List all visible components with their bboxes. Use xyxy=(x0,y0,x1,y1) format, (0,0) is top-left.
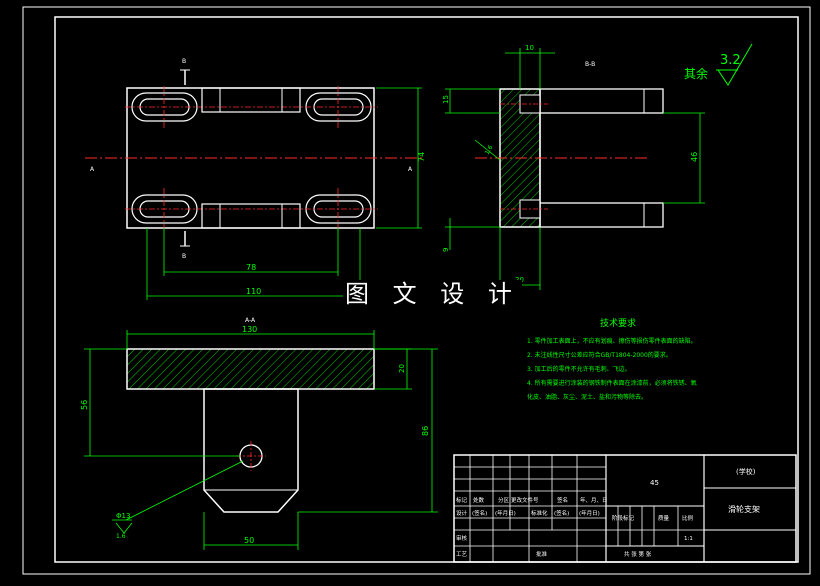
tb-label-sign: 签名 xyxy=(557,496,568,504)
dim-50: 50 xyxy=(244,536,254,545)
tech-item-3: 3. 加工后的零件不允许有毛刺、飞边。 xyxy=(527,365,631,373)
tb-label-standard: 标准化 xyxy=(531,509,548,517)
hole-label: Φ13 xyxy=(116,512,130,520)
tb-part-name: 滑轮支架 xyxy=(728,504,760,514)
dim-78: 78 xyxy=(246,263,256,272)
title-block-text: 标记 处数 分区 更改文件号 签名 年、月、日 设计 (签名) (年月日) 标准… xyxy=(456,467,760,558)
tb-label-design-date: (年月日) xyxy=(495,509,516,517)
surface-finish-symbol: 其余 3.2 xyxy=(684,43,753,86)
tb-label-zone: 分区 xyxy=(498,496,510,504)
roughness-front: 1.6 xyxy=(116,533,126,540)
dim-10: 10 xyxy=(525,44,534,52)
watermark-title: 图 文 设 计 xyxy=(343,280,522,308)
section-mark-b-top: B xyxy=(182,58,186,65)
tb-label-standard-sign: (签名) xyxy=(554,509,569,517)
tb-label-design: 设计 xyxy=(456,509,468,517)
dim-86: 86 xyxy=(421,426,430,436)
axis-mark-a-left: A xyxy=(90,166,95,173)
tb-scale-value: 1:1 xyxy=(684,536,693,542)
dim-56: 56 xyxy=(80,400,89,410)
surface-finish-value: 3.2 xyxy=(720,53,741,68)
dim-110: 110 xyxy=(246,287,261,296)
dim-46: 46 xyxy=(690,152,699,162)
tb-sheet-text: 共 张 第 张 xyxy=(624,550,652,558)
dim-20-front: 20 xyxy=(398,364,406,373)
tech-item-5: 化皮、油脂、灰尘、泥土、盐和污物等除去。 xyxy=(527,393,647,401)
side-view-title: B-B xyxy=(585,61,595,68)
tech-item-4: 4. 所有需要进行涂装的钢铁制件表面在涂漆前，必须将铁锈、氧 xyxy=(527,379,697,387)
front-view-title: A-A xyxy=(245,317,256,324)
tb-school: (学校) xyxy=(736,467,756,476)
roughness-side: 1.6 xyxy=(484,144,495,156)
tb-label-process: 工艺 xyxy=(456,551,468,558)
tech-requirements: 技术要求 1. 零件加工表面上，不应有划痕、擦伤等损伤零件表面的缺陷。 2. 未… xyxy=(527,317,697,401)
tb-material: 45 xyxy=(650,479,659,487)
tb-label-change-doc: 更改文件号 xyxy=(511,496,539,504)
axis-mark-a-right: A xyxy=(408,166,413,173)
front-view: A-A 130 20 86 5 xyxy=(80,317,438,550)
tb-label-approve: 批准 xyxy=(536,550,548,558)
title-block xyxy=(453,454,797,563)
dim-74: 74 xyxy=(417,152,426,162)
tb-label-review: 审核 xyxy=(456,534,468,542)
tb-label-date: 年、月、日 xyxy=(580,496,608,504)
tech-item-2: 2. 未注线性尺寸公差应符合GB/T1804-2000的要求。 xyxy=(527,351,672,359)
tb-label-standard-date: (年月日) xyxy=(579,509,600,517)
tb-weight-label: 质量 xyxy=(658,514,670,522)
tb-label-count: 处数 xyxy=(473,496,485,504)
tb-label-design-sign: (签名) xyxy=(472,509,487,517)
inner-frame xyxy=(54,16,799,563)
tech-item-1: 1. 零件加工表面上，不应有划痕、擦伤等损伤零件表面的缺陷。 xyxy=(527,337,697,345)
top-view: B B A A 74 78 110 xyxy=(85,58,426,300)
section-mark-b-bottom: B xyxy=(182,253,186,260)
surface-finish-label: 其余 xyxy=(684,66,708,81)
tech-title: 技术要求 xyxy=(600,317,636,329)
tb-scale-label: 比例 xyxy=(682,514,694,522)
tb-label-mark: 标记 xyxy=(456,496,468,504)
outer-frame xyxy=(22,6,811,575)
dim-9: 9 xyxy=(442,248,450,252)
tb-stage-label: 阶段标记 xyxy=(612,514,635,522)
dim-130: 130 xyxy=(242,325,257,334)
side-view: B-B xyxy=(442,44,705,290)
dim-15: 15 xyxy=(442,95,450,104)
